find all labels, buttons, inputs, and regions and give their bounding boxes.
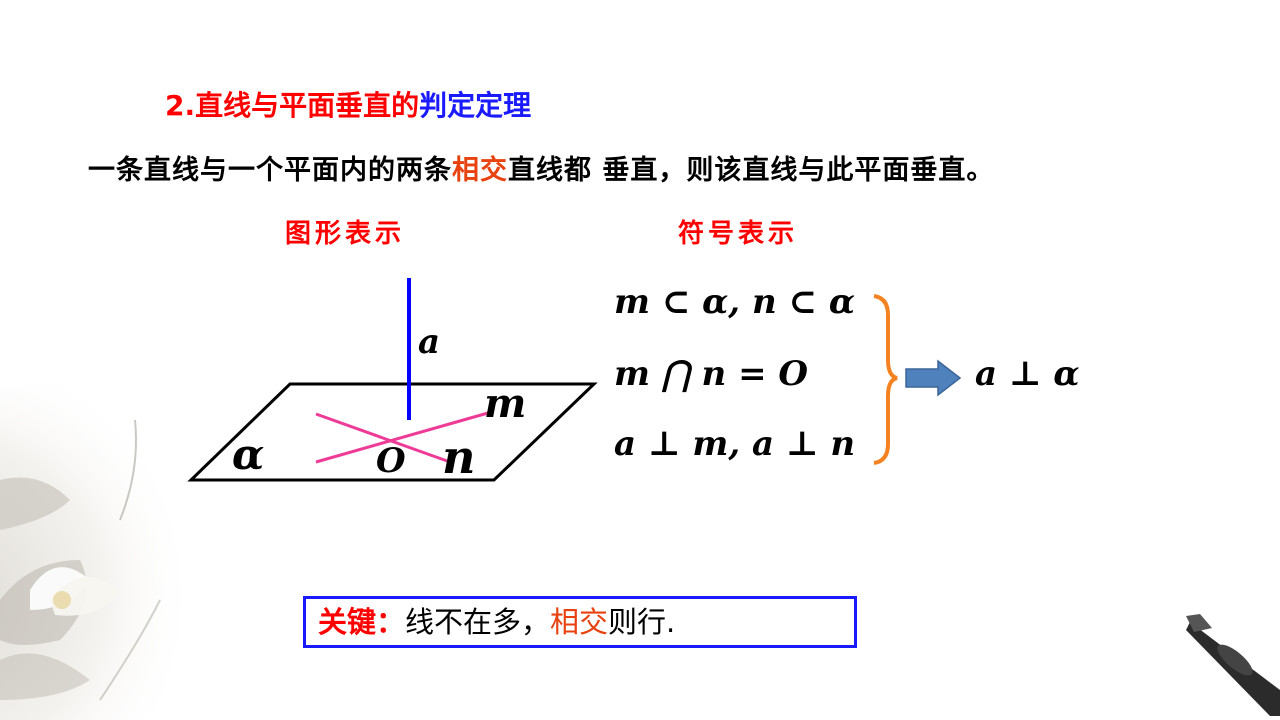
statement-after: 直线都 垂直，则该直线与此平面垂直。: [508, 155, 995, 186]
symbol-line-2: m ⋂ n = O: [614, 354, 809, 394]
key-highlight: 相交: [550, 605, 609, 639]
key-text-1: 线不在多，: [405, 605, 551, 639]
line-m: [315, 411, 489, 464]
label-alpha: α: [232, 430, 265, 479]
label-m: m: [484, 380, 527, 427]
statement-highlight: 相交: [452, 155, 508, 186]
right-brace: [873, 294, 898, 465]
symbol-line-3: a ⊥ m, a ⊥ n: [614, 424, 856, 464]
heading-red-part: 直线与平面垂直的: [195, 89, 420, 122]
key-label: 关键：: [318, 605, 406, 639]
heading-blue-part: 判定定理: [419, 89, 532, 122]
figure-label: 图形表示: [285, 219, 406, 249]
label-a: a: [418, 322, 441, 362]
key-box: 关键：线不在多，相交则行.: [303, 596, 857, 648]
symbol-label: 符号表示: [678, 219, 799, 249]
key-text-2: 则行.: [608, 605, 676, 639]
label-o: O: [376, 441, 406, 481]
conclusion: a ⊥ α: [975, 354, 1080, 394]
symbol-line-1: m ⊂ α, n ⊂ α: [614, 282, 856, 322]
plane-parallelogram: [187, 382, 598, 482]
label-n: n: [442, 430, 476, 484]
theorem-heading: 2.直线与平面垂直的判定定理: [165, 84, 531, 124]
implies-arrow: [905, 359, 962, 397]
heading-number: 2.: [165, 89, 196, 122]
line-n: [315, 412, 451, 464]
lotus-painting: [0, 380, 230, 720]
brush-decoration: [1186, 614, 1280, 716]
theorem-statement: 一条直线与一个平面内的两条相交直线都 垂直，则该直线与此平面垂直。: [88, 148, 994, 187]
statement-before: 一条直线与一个平面内的两条: [88, 155, 452, 186]
